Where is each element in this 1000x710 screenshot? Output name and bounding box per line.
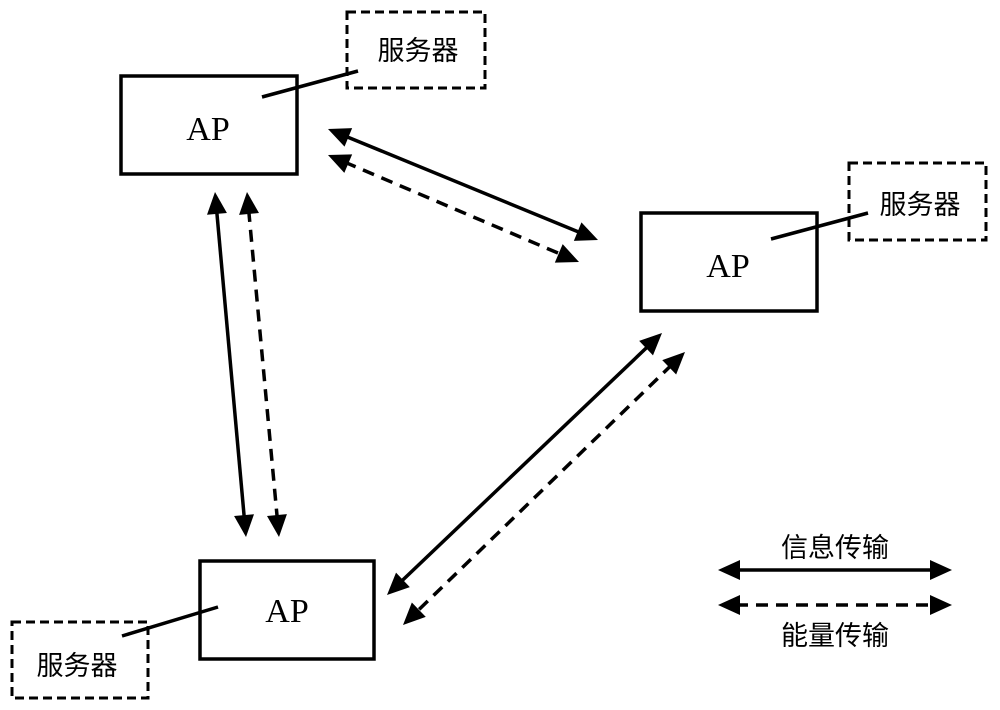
- server-node-right: 服务器: [847, 161, 988, 242]
- information-arrow-bottom-diagonal-arrowhead-end: [387, 572, 410, 595]
- information-arrow-left-vertical-arrowhead-start: [207, 192, 227, 215]
- server-connector-right: [770, 211, 869, 241]
- ap-label: AP: [265, 593, 308, 630]
- ap-node-top-left: AP: [119, 74, 299, 176]
- information-arrow-left-vertical-arrowhead-end: [234, 514, 254, 537]
- ap-label: AP: [706, 248, 749, 285]
- energy-arrow-left-vertical-arrowhead-end: [267, 514, 287, 537]
- ap-label: AP: [186, 111, 229, 148]
- energy-arrow-top-diagonal-arrowhead-start: [328, 154, 353, 173]
- server-box: [345, 10, 487, 90]
- legend-information-arrow-arrowhead-start: [718, 560, 740, 580]
- legend: 信息传输 能量传输: [718, 533, 952, 652]
- server-box: [847, 161, 988, 242]
- information-arrow-top-diagonal-arrowhead-end: [573, 222, 598, 241]
- information-arrow-top-diagonal-line: [343, 134, 583, 235]
- energy-arrow-left-vertical-arrowhead-start: [239, 192, 259, 215]
- energy-arrow-top-diagonal-line: [343, 160, 564, 257]
- energy-arrow-bottom-diagonal-arrowhead-start: [662, 352, 685, 375]
- information-arrow-bottom-diagonal-line: [398, 344, 651, 584]
- server-connector-bottom: [121, 605, 219, 638]
- energy-arrow-bottom-diagonal-arrowhead-end: [403, 602, 426, 625]
- legend-information-arrow-arrowhead-end: [930, 560, 952, 580]
- information-arrow-left-vertical-line: [214, 209, 247, 520]
- ap-node-bottom: AP: [198, 559, 376, 661]
- legend-label-information: 信息传输: [781, 533, 889, 564]
- legend-energy-arrow-arrowhead-end: [930, 595, 952, 615]
- server-node-top-left: 服务器: [345, 10, 487, 90]
- legend-label-energy: 能量传输: [781, 621, 889, 652]
- legend-energy-arrow-arrowhead-start: [718, 595, 740, 615]
- ap-box: [198, 559, 376, 661]
- link-arrows: [207, 128, 685, 625]
- information-arrow-top-diagonal-arrowhead-start: [328, 128, 353, 147]
- energy-arrow-top-diagonal-arrowhead-end: [554, 244, 579, 263]
- ap-box: [639, 211, 819, 313]
- server-connector-top-left: [261, 69, 359, 99]
- information-arrow-bottom-diagonal-arrowhead-start: [639, 333, 662, 356]
- server-node-bottom: 服务器: [10, 620, 150, 700]
- energy-arrow-left-vertical-line: [246, 209, 280, 520]
- ap-node-right: AP: [639, 211, 819, 313]
- server-label: 服务器: [37, 651, 118, 682]
- ap-box: [119, 74, 299, 176]
- server-label: 服务器: [880, 190, 961, 221]
- legend-arrows: [718, 560, 952, 615]
- server-label: 服务器: [378, 36, 459, 67]
- energy-arrow-bottom-diagonal-line: [414, 363, 674, 614]
